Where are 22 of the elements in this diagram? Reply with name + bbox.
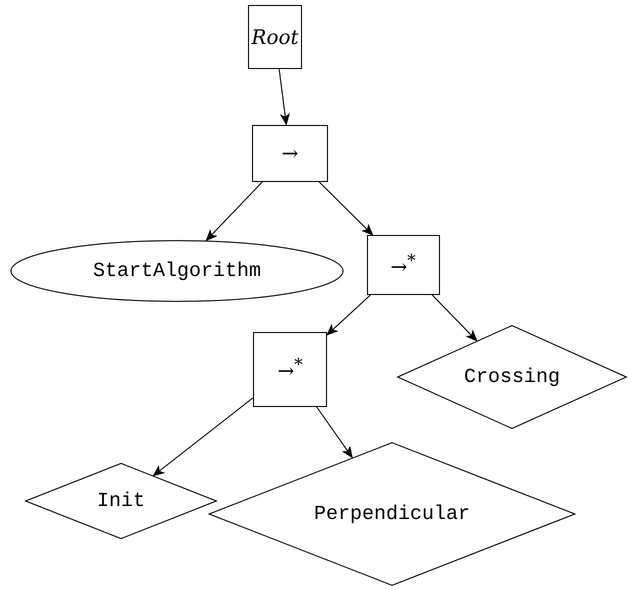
node-label: Init xyxy=(96,490,145,512)
arrow xyxy=(206,181,264,242)
node-label: →$^{*}$ xyxy=(277,355,303,383)
node-label: Root xyxy=(251,25,299,49)
arrow xyxy=(316,406,353,458)
arrow xyxy=(432,294,478,342)
node-label: StartAlgorithm xyxy=(92,260,262,282)
node-label: → xyxy=(282,141,298,165)
arrow xyxy=(152,397,254,476)
operator-box xyxy=(366,235,440,295)
node-label: →$^{*}$ xyxy=(390,251,416,279)
node-label: Crossing xyxy=(464,366,560,388)
operator-box xyxy=(252,124,328,182)
arrow xyxy=(318,181,374,236)
arrow xyxy=(278,68,290,126)
action-diamond xyxy=(25,463,217,539)
arrow xyxy=(326,294,371,336)
operator-box xyxy=(253,332,327,406)
start-ellipse xyxy=(10,240,344,302)
action-diamond xyxy=(397,325,627,429)
node-label: Perpendicular xyxy=(314,502,470,526)
root-box xyxy=(248,5,302,69)
